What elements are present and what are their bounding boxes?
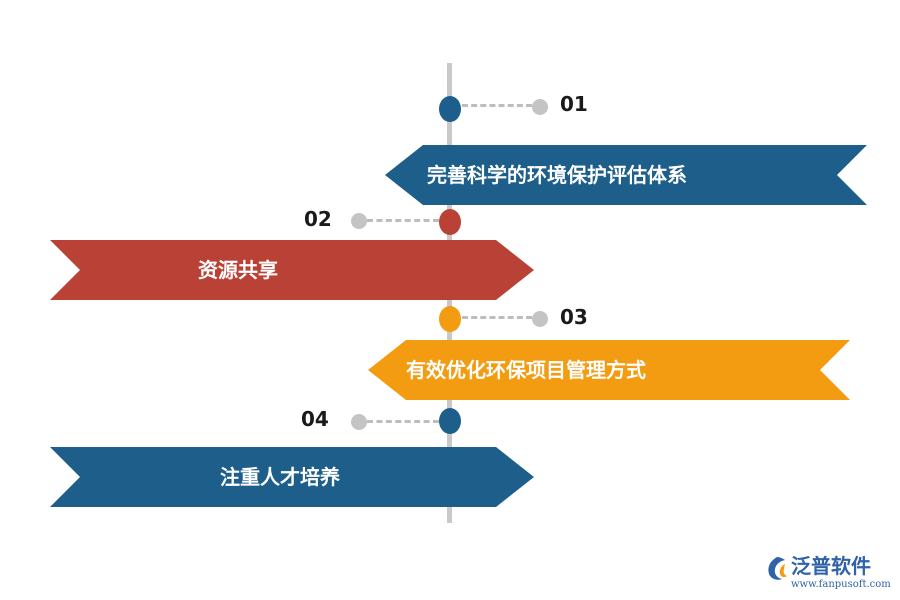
banner-label-02: 资源共享 [198, 258, 278, 282]
timeline-node-02 [439, 209, 461, 235]
fanpu-logo: 泛普软件 www.fanpusoft.com [763, 554, 891, 594]
banner-shape-02 [50, 240, 534, 300]
banner-step-04: 注重人才培养 [50, 447, 534, 507]
logo-url: www.fanpusoft.com [791, 579, 891, 590]
step-number-04: 04 [301, 407, 329, 431]
connector-dot-01 [532, 99, 548, 115]
banner-label-03: 有效优化环保项目管理方式 [406, 358, 646, 382]
connector-dot-03 [532, 311, 548, 327]
banner-shape-04 [50, 447, 534, 507]
banner-label-04: 注重人才培养 [220, 465, 340, 489]
banner-step-01: 完善科学的环境保护评估体系 [385, 145, 867, 205]
banner-step-03: 有效优化环保项目管理方式 [368, 340, 850, 400]
connector-dot-02 [351, 213, 367, 229]
connector-line-02 [367, 219, 439, 222]
banner-step-02: 资源共享 [50, 240, 534, 300]
banner-label-01: 完善科学的环境保护评估体系 [427, 163, 687, 187]
banner-shape-01 [385, 145, 867, 205]
logo-mark-icon [768, 557, 787, 580]
logo-name: 泛普软件 [791, 554, 871, 578]
banner-shape-03 [368, 340, 850, 400]
timeline-node-04 [439, 408, 461, 434]
step-number-02: 02 [304, 207, 332, 231]
step-number-03: 03 [560, 305, 588, 329]
connector-line-04 [367, 420, 439, 423]
timeline-node-01 [439, 96, 461, 122]
connector-line-01 [462, 104, 532, 107]
step-number-01: 01 [560, 92, 588, 116]
timeline-node-03 [439, 306, 461, 332]
connector-dot-04 [351, 414, 367, 430]
connector-line-03 [462, 316, 532, 319]
